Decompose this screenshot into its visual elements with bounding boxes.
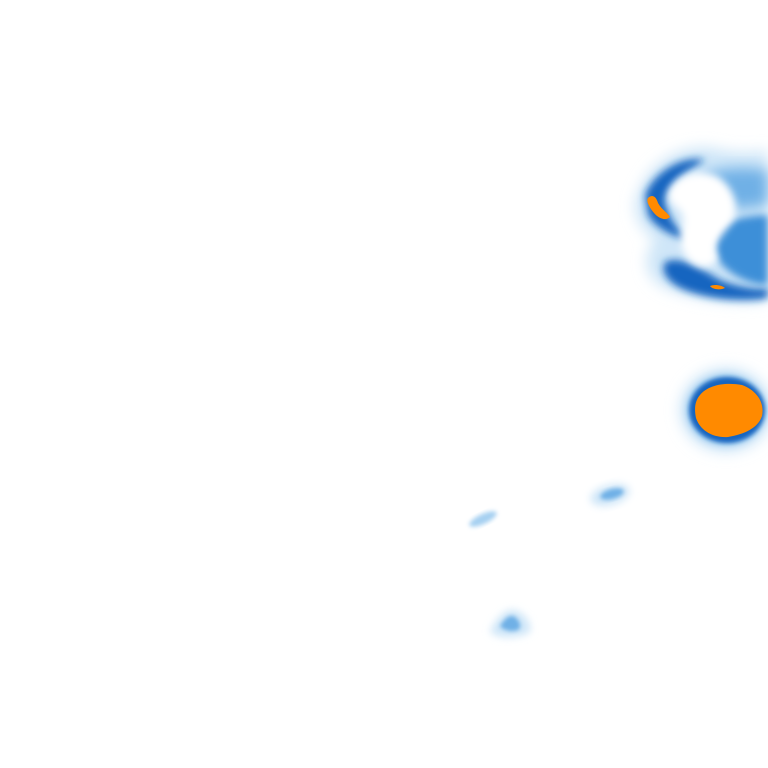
precip-cell-small-south [490, 609, 531, 638]
precip-cell-small-center [590, 484, 630, 506]
precip-cell-east-storm [680, 368, 768, 452]
precip-cell-small-southwest [469, 511, 497, 527]
precip-cell-northeast-cluster [635, 147, 768, 302]
